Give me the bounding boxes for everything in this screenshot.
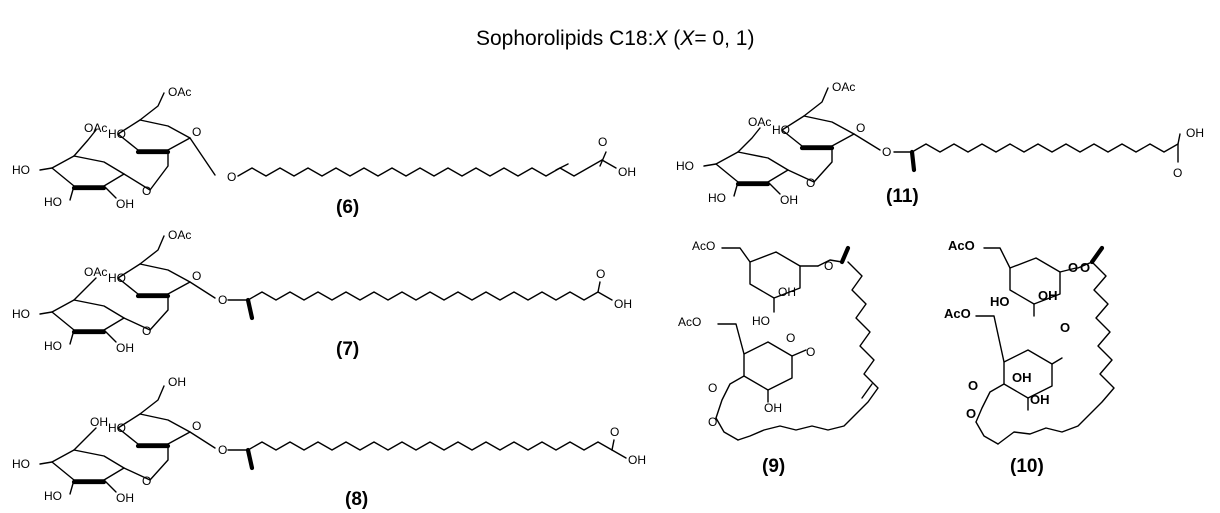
- compound-7-oac-label: OAc: [168, 228, 191, 242]
- compound-8-ho-upper-label: HO: [108, 421, 126, 435]
- compound-11-structure: [703, 87, 1181, 197]
- compound-7-acid-oh-label: OH: [614, 297, 632, 311]
- compound-6-chain-mask: [236, 150, 1220, 190]
- compound-9-structure: [715, 245, 879, 441]
- compound-8-oh-top-label: OH: [168, 375, 186, 389]
- compound-6-glycosidic-o-label: O: [142, 184, 151, 198]
- compound-7-ring-o-label: O: [192, 269, 201, 283]
- compound-8-ho-bottom-label: HO: [44, 489, 62, 503]
- compound-9-oh-lower-label: OH: [764, 401, 782, 415]
- compound-11-ho-bottom-label: HO: [708, 191, 726, 205]
- compound-8-oh-mid-label: OH: [90, 415, 108, 429]
- compound-11-acid-o-label: O: [1173, 166, 1182, 180]
- compound-10-ring-o-b-label: O: [1080, 260, 1090, 275]
- compound-6-ho-upper-label: HO: [108, 127, 126, 141]
- compound-8-acid-oh-label: OH: [628, 453, 646, 467]
- compound-9-aco-mid-label: AcO: [678, 315, 701, 329]
- compound-8-oh-bottom-label: OH: [116, 491, 134, 505]
- compound-7-glycosidic-o-label: O: [142, 324, 151, 338]
- compound-11-link-o-label: O: [882, 145, 891, 159]
- compound-7-chain: [227, 291, 599, 301]
- compound-9-glycosidic-o-label: O: [806, 345, 815, 359]
- compound-10-ring-o-label: O: [1068, 260, 1078, 275]
- compound-9-ho-label: HO: [752, 314, 770, 328]
- figure-title: Sophorolipids C18:X (X= 0, 1): [476, 27, 754, 50]
- compound-6-link-o-label: O: [227, 170, 236, 184]
- compound-6-upper-glucose-ring: [117, 92, 216, 191]
- compound-7-oh-bottom-label: OH: [116, 341, 134, 355]
- compound-10-oh-lower1-label: OH: [1012, 370, 1032, 385]
- compound-8-acid-o-label: O: [610, 425, 619, 439]
- compound-9-ring-o-label: O: [824, 259, 833, 273]
- compound-11-label: (11): [886, 186, 919, 207]
- compound-10-carbonyl-o-label: O: [966, 406, 976, 421]
- compound-6-double-bond: [555, 163, 569, 171]
- compound-11-ring-o-label: O: [856, 121, 865, 135]
- compound-9-label: (9): [762, 456, 785, 477]
- compound-10-oh-lower2-label: OH: [1030, 392, 1050, 407]
- compound-8-structure: [39, 385, 627, 495]
- compound-6-ring-o-label: O: [192, 125, 201, 139]
- compound-8-label: (8): [345, 489, 368, 510]
- compound-9-ring-o2-label: O: [786, 331, 795, 345]
- compound-11-ho-upper-label: HO: [772, 123, 790, 137]
- compound-6-label: (6): [336, 197, 359, 218]
- compound-7-ho-upper-label: HO: [108, 271, 126, 285]
- compound-7-ho-left-label: HO: [12, 307, 30, 321]
- compound-6-ho-left-label: HO: [12, 163, 30, 177]
- compound-11-oac-label: OAc: [832, 80, 855, 94]
- compound-8-glycosidic-o-label: O: [142, 474, 151, 488]
- compound-11-acid-oh-label: OH: [1186, 126, 1204, 140]
- compound-11-oac2-label: OAc: [748, 115, 771, 129]
- compound-6-acid-o-label: O: [598, 135, 607, 149]
- compound-10-ring-chain: [997, 261, 1115, 445]
- compound-8-chain: [227, 441, 613, 451]
- compound-6-acid-oh-label: OH: [618, 165, 636, 179]
- compound-10-label: (10): [1010, 456, 1044, 477]
- compound-7-link-o-label: O: [218, 293, 227, 307]
- compound-6-oac2-label: OAc: [84, 121, 107, 135]
- compound-7-ho-bottom-label: HO: [44, 339, 62, 353]
- compound-10-lactone-o-label: O: [968, 378, 978, 393]
- compound-7-structure: [39, 235, 613, 345]
- compound-10-oh-upper-label: OH: [1038, 288, 1058, 303]
- compound-10-ho-label: HO: [990, 294, 1010, 309]
- compound-9-aco-top-label: AcO: [692, 239, 715, 253]
- compound-6-oac-label: OAc: [168, 85, 191, 99]
- compound-10-structure: [975, 245, 1115, 445]
- compound-6-ho-bottom-label: HO: [44, 195, 62, 209]
- compound-11-ho-left-label: HO: [676, 159, 694, 173]
- compound-9-lactone-o-label: O: [708, 381, 717, 395]
- compound-11-glycosidic-o-label: O: [806, 176, 815, 190]
- compound-10-aco-mid-label: AcO: [944, 306, 971, 321]
- compound-6-chain: [237, 159, 603, 177]
- compound-6-acid-bond: [601, 159, 617, 169]
- compound-8-ho-left-label: HO: [12, 457, 30, 471]
- compound-11-oh-bottom-label: OH: [780, 193, 798, 207]
- compound-10-glycosidic-o-label: O: [1060, 320, 1070, 335]
- compound-6-lower-glucose-ring: [39, 129, 151, 201]
- compound-6-carbonyl: [599, 151, 607, 167]
- compound-11-chain: [893, 143, 1179, 153]
- compound-8-ring-o-label: O: [192, 419, 201, 433]
- compound-7-label: (7): [336, 339, 359, 360]
- compound-6-oh-bottom-label: OH: [116, 197, 134, 211]
- compound-9-carbonyl-o-label: O: [708, 415, 717, 429]
- compound-8-link-o-label: O: [218, 443, 227, 457]
- compound-7-oac2-label: OAc: [84, 265, 107, 279]
- compound-9-ring-chain: [737, 261, 879, 441]
- compound-9-oh-upper-label: OH: [778, 285, 796, 299]
- compound-10-aco-top-label: AcO: [948, 238, 975, 253]
- compound-7-acid-o-label: O: [596, 267, 605, 281]
